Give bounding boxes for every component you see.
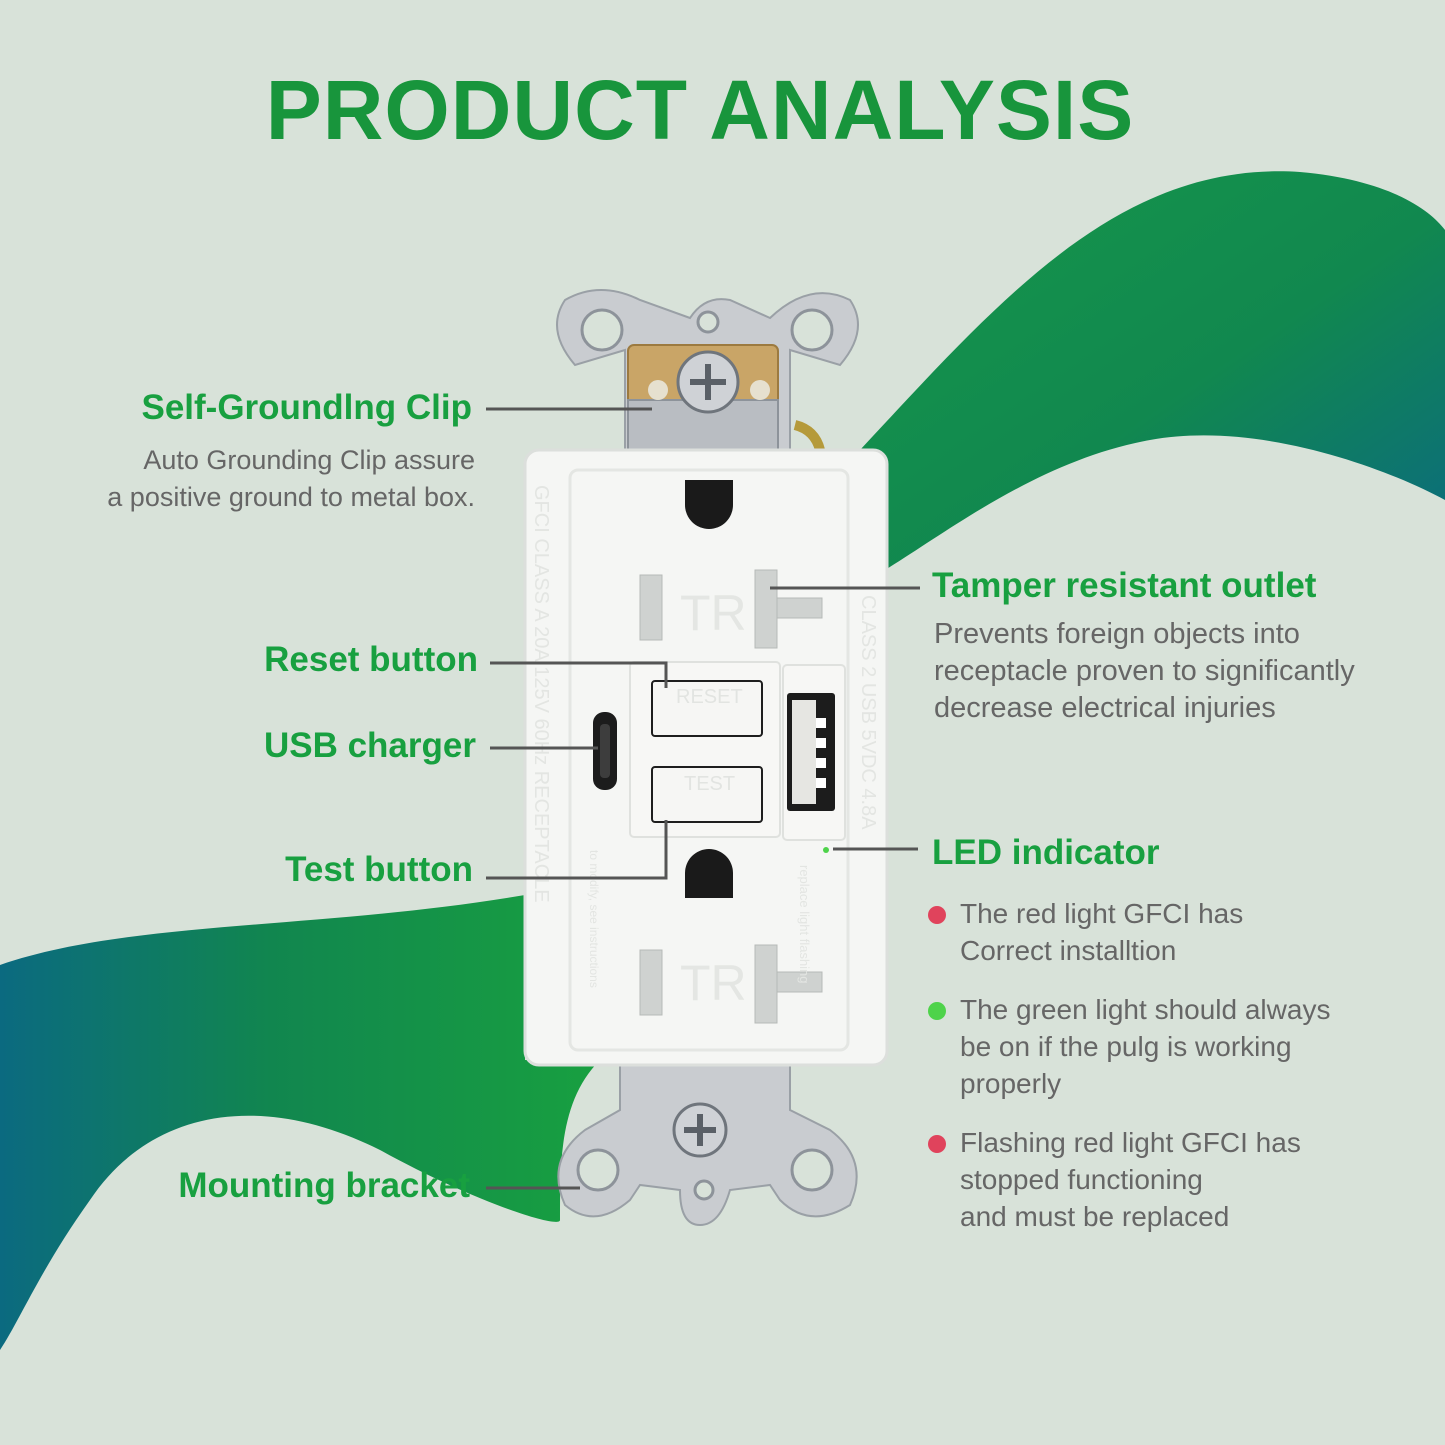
red-dot-icon — [928, 906, 946, 924]
page-title: PRODUCT ANALYSIS — [265, 63, 1135, 157]
led-status-item: The green light should always be on if t… — [928, 991, 1408, 1102]
led-indicator — [823, 847, 829, 853]
led-print: replace light flashing — [797, 865, 812, 984]
left-print: GFCI CLASS A 20A 125V 60Hz RECEPTACLE — [530, 485, 552, 903]
leader-lines — [486, 407, 920, 1190]
ground-hole-top — [685, 480, 733, 529]
tamper-resistant-description: Prevents foreign objects into receptacle… — [934, 616, 1355, 727]
desc-line: decrease electrical injuries — [934, 692, 1276, 724]
led-status-line: The red light GFCI has — [960, 898, 1244, 929]
right-print: CLASS 2 USB 5VDC 4.8A — [857, 595, 879, 830]
self-grounding-clip — [627, 344, 825, 463]
led-status-line: properly — [960, 1068, 1062, 1099]
bottom-mounting-bracket — [557, 1059, 858, 1227]
test-button-label: TEST — [684, 773, 735, 795]
led-status-line: be on if the pulg is working — [960, 1031, 1292, 1062]
tamper-resistant-title: Tamper resistant outlet — [932, 566, 1317, 605]
slot-hot-top — [754, 569, 778, 649]
bottom-wave — [0, 895, 600, 1350]
led-status-item: Flashing red light GFCI has stopped func… — [928, 1124, 1408, 1235]
top-wave — [860, 171, 1445, 570]
led-indicator-title: LED indicator — [932, 833, 1160, 872]
test-button[interactable] — [651, 766, 763, 823]
tr-print-bottom: TR — [680, 955, 747, 1011]
test-button-title: Test button — [285, 850, 473, 889]
led-status-line: stopped functioning — [960, 1164, 1203, 1195]
ground-hole-bottom — [685, 849, 733, 898]
led-status-line: The green light should always — [960, 994, 1331, 1025]
reset-button[interactable] — [651, 680, 763, 737]
reset-button-label: RESET — [676, 686, 743, 708]
tr-print-top: TR — [680, 585, 747, 641]
desc-line: receptacle proven to significantly — [934, 655, 1355, 687]
self-grounding-clip-title: Self-Groundlng Clip — [141, 388, 472, 427]
desc-line: Prevents foreign objects into — [934, 618, 1300, 650]
slot-neutral-top — [639, 574, 663, 641]
red-dot-icon — [928, 1135, 946, 1153]
slot-neutral-bottom — [639, 949, 663, 1016]
inner-print: to modify, see instructions — [587, 850, 601, 988]
led-status-list: The red light GFCI has Correct installti… — [928, 895, 1408, 1257]
led-status-line: Correct installtion — [960, 935, 1177, 966]
slot-hot-bottom — [754, 944, 778, 1024]
led-status-item: The red light GFCI has Correct installti… — [928, 895, 1408, 969]
led-status-line: Flashing red light GFCI has — [960, 1127, 1301, 1158]
mounting-bracket-title: Mounting bracket — [178, 1166, 470, 1205]
usb-charger-title: USB charger — [263, 726, 476, 765]
desc-line: Auto Grounding Clip assure — [143, 445, 475, 475]
reset-button-title: Reset button — [264, 640, 478, 679]
green-dot-icon — [928, 1002, 946, 1020]
self-grounding-clip-description: Auto Grounding Clip assure a positive gr… — [30, 442, 475, 516]
desc-line: a positive ground to metal box. — [107, 482, 475, 512]
led-status-line: and must be replaced — [960, 1201, 1230, 1232]
